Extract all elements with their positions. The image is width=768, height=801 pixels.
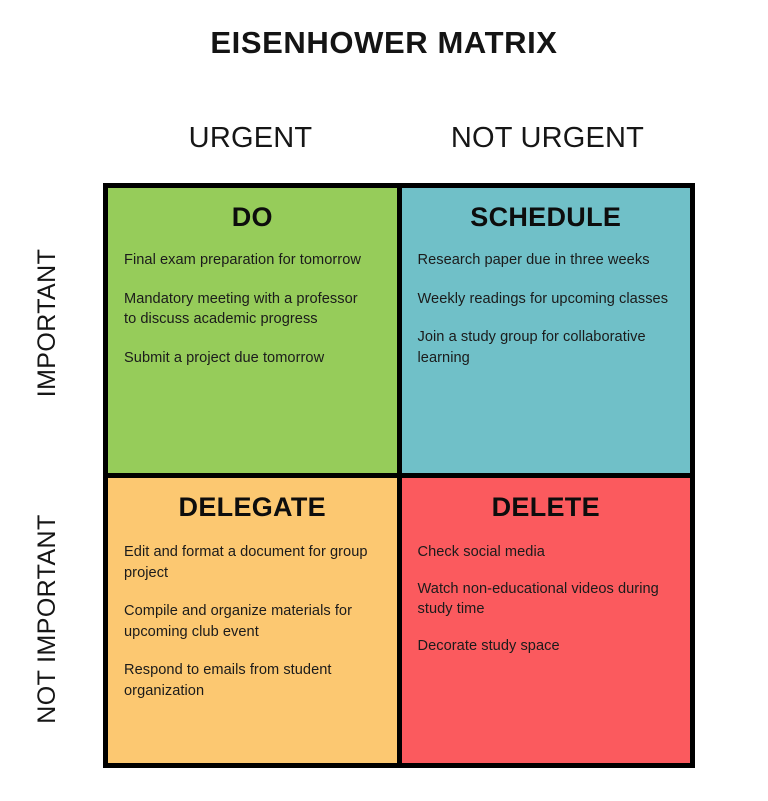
quadrant-schedule[interactable]: SCHEDULE Research paper due in three wee… <box>401 188 690 473</box>
page-title: EISENHOWER MATRIX <box>210 25 558 60</box>
task-item: Decorate study space <box>417 637 560 654</box>
task-item: Check social media <box>417 544 545 560</box>
row-label-important: IMPORTANT <box>33 248 61 398</box>
task-item: Mandatory meeting with a professor to di… <box>124 290 358 328</box>
task-item: Submit a project due tomorrow <box>124 349 325 366</box>
task-item: Join a study group for collaborative lea… <box>417 329 646 366</box>
task-item: Respond to emails from student organizat… <box>124 662 332 699</box>
task-list-delete: Check social media Watch non-educational… <box>418 542 675 656</box>
task-list-schedule: Research paper due in three weeks Weekly… <box>418 250 675 368</box>
quadrant-title-delegate: DELEGATE <box>178 492 326 522</box>
task-item: Watch non-educational videos during stud… <box>417 580 659 618</box>
task-item: Final exam preparation for tomorrow <box>124 252 361 268</box>
quadrant-delete[interactable]: DELETE Check social media Watch non-educ… <box>401 478 690 763</box>
row-label-not-important: NOT IMPORTANT <box>33 514 61 724</box>
quadrant-title-do: DO <box>231 202 273 232</box>
task-item: Research paper due in three weeks <box>417 252 650 268</box>
quadrant-do[interactable]: DO Final exam preparation for tomorrow M… <box>108 188 397 473</box>
task-item: Edit and format a document for group pro… <box>124 544 368 581</box>
task-item: Weekly readings for upcoming classes <box>417 290 669 307</box>
task-list-do: Final exam preparation for tomorrow Mand… <box>124 250 381 368</box>
eisenhower-matrix-grid: DO Final exam preparation for tomorrow M… <box>103 183 695 768</box>
column-header-not-urgent: NOT URGENT <box>450 122 645 154</box>
quadrant-title-delete: DELETE <box>491 492 600 522</box>
column-header-urgent: URGENT <box>188 122 313 154</box>
task-item: Compile and organize materials for upcom… <box>124 603 353 640</box>
quadrant-delegate[interactable]: DELEGATE Edit and format a document for … <box>108 478 397 763</box>
task-list-delegate: Edit and format a document for group pro… <box>124 542 381 701</box>
quadrant-title-schedule: SCHEDULE <box>470 202 622 232</box>
